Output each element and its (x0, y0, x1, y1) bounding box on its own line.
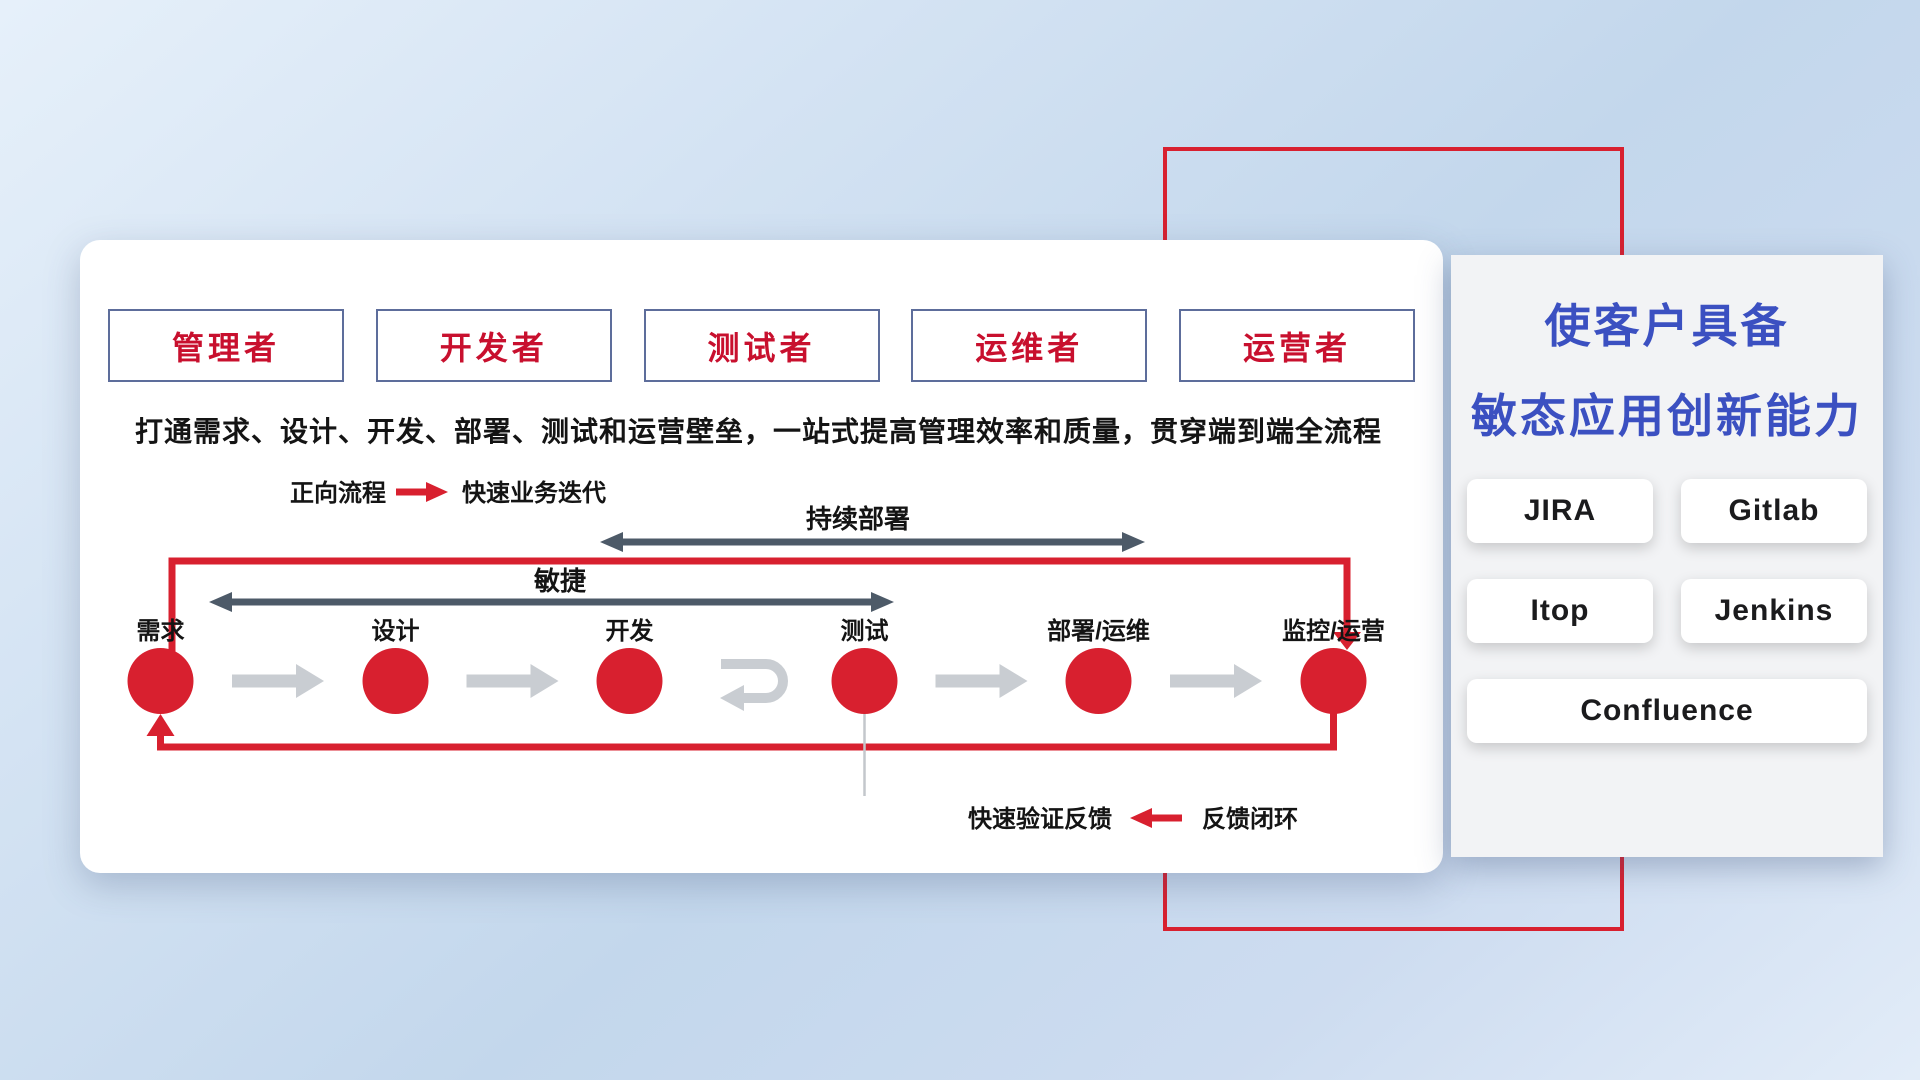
role-box-manager: 管理者 (108, 309, 344, 382)
flow-node: 设计 (362, 618, 429, 714)
tool-confluence: Confluence (1467, 679, 1867, 743)
capability-panel: 使客户具备 敏态应用创新能力 JIRA Gitlab Itop Jenkins … (1451, 255, 1883, 857)
flow-node-label: 需求 (137, 618, 185, 645)
flow-step-arrow (935, 664, 1028, 698)
feedback-loop-arrow (146, 712, 1337, 751)
feedback-legend: 快速验证反馈 反馈闭环 (968, 805, 1298, 833)
forward-loop-arrow (168, 557, 1361, 652)
flow-step-arrow (466, 664, 559, 698)
continuous-deploy-label: 持续部署 (806, 504, 910, 534)
role-box-operator: 运营者 (1179, 309, 1415, 382)
flow-node: 开发 (596, 617, 663, 714)
role-box-ops: 运维者 (911, 309, 1148, 382)
flow-node: 监控/运营 (1282, 617, 1385, 714)
role-box-tester: 测试者 (643, 309, 880, 382)
panel-title-line2: 敏态应用创新能力 (1471, 390, 1863, 442)
tool-jenkins: Jenkins (1681, 579, 1867, 643)
feedback-arrow-icon (1130, 808, 1182, 828)
flow-node-label: 部署/运维 (1047, 617, 1150, 645)
forward-flow-label: 正向流程 (290, 479, 386, 507)
tool-itop: Itop (1467, 579, 1653, 643)
panel-title-line1: 使客户具备 (1544, 300, 1790, 352)
devops-process-card: 管理者 开发者 测试者 运维者 运营者 打通需求、设计、开发、部署、测试和运营壁… (80, 240, 1443, 873)
agile-arrow: 敏捷 (209, 566, 894, 612)
flow-node-label: 测试 (841, 618, 889, 645)
tool-gitlab: Gitlab (1681, 479, 1867, 543)
tools-grid: JIRA Gitlab Itop Jenkins Confluence (1451, 479, 1883, 743)
flow-node: 需求 (127, 618, 194, 714)
flow-node: 部署/运维 (1047, 617, 1150, 714)
continuous-deploy-arrow: 持续部署 (600, 504, 1145, 552)
flow-node-label: 开发 (606, 617, 654, 645)
forward-arrow-icon (396, 482, 448, 502)
feedback-text: 快速验证反馈 (968, 805, 1112, 833)
iteration-loop-icon (720, 659, 788, 711)
agile-label: 敏捷 (533, 566, 586, 596)
roles-row: 管理者 开发者 测试者 运维者 运营者 (108, 309, 1415, 382)
forward-flow-text: 快速业务迭代 (462, 479, 606, 507)
flow-node: 测试 (831, 618, 898, 714)
process-description: 打通需求、设计、开发、部署、测试和运营壁垒，一站式提高管理效率和质量，贯穿端到端… (135, 416, 1383, 447)
panel-title: 使客户具备 敏态应用创新能力 (1451, 255, 1883, 461)
flow-node-label: 设计 (372, 618, 420, 645)
flow-step-arrow (1170, 664, 1262, 698)
flow-step-arrow (232, 664, 324, 698)
tool-jira: JIRA (1467, 479, 1653, 543)
flow-node-label: 监控/运营 (1282, 617, 1385, 645)
forward-flow-legend: 正向流程 快速业务迭代 (290, 479, 606, 507)
feedback-label: 反馈闭环 (1202, 806, 1298, 833)
role-box-developer: 开发者 (375, 309, 612, 382)
